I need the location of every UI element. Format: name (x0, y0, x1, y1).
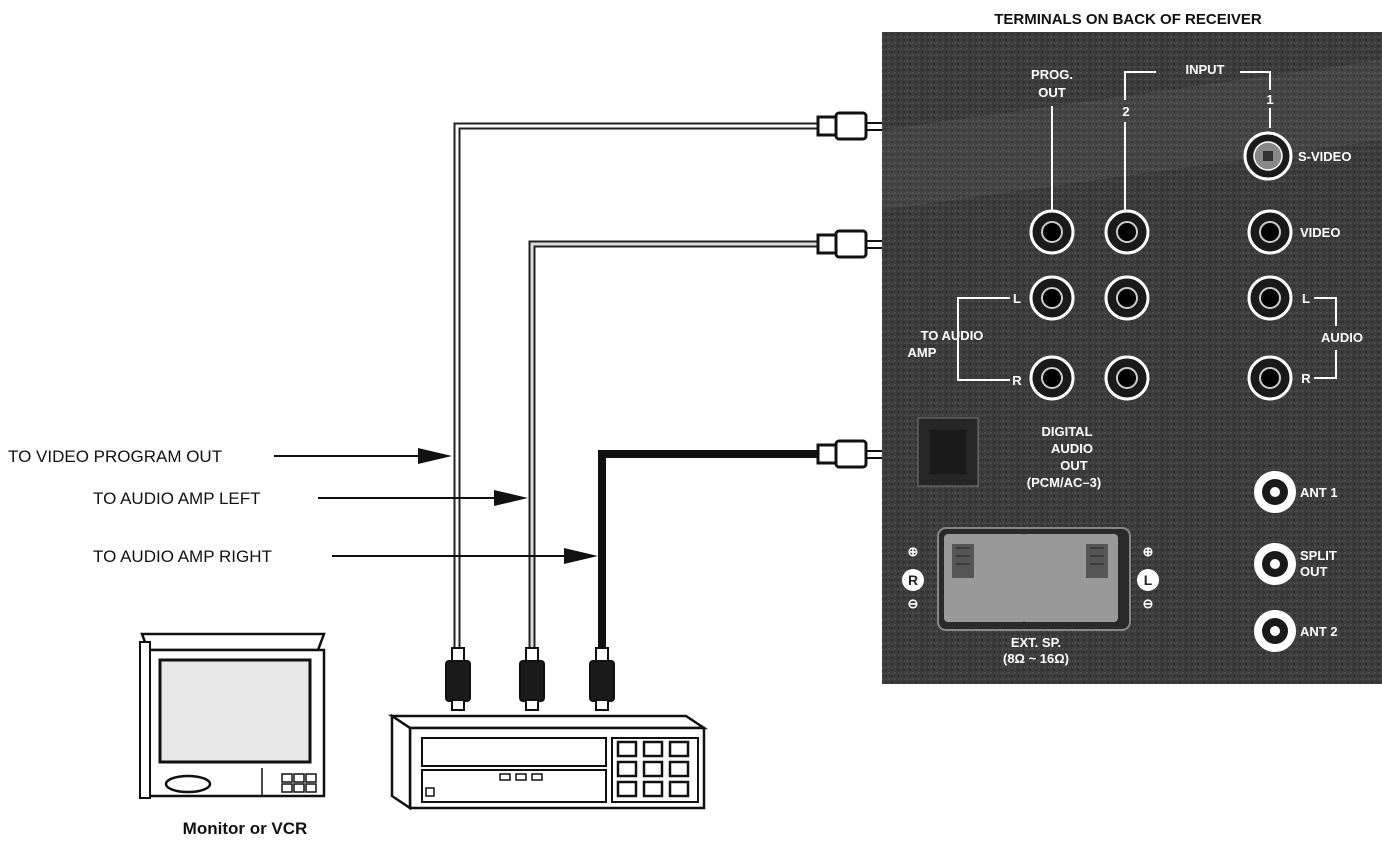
svg-text:TO AUDIO: TO AUDIO (921, 328, 984, 343)
to-amp-left-jack[interactable] (1029, 275, 1075, 321)
input1-video-jack[interactable] (1247, 209, 1293, 255)
prog-out-label: PROG. OUT (1031, 67, 1073, 212)
monitor-icon (139, 632, 326, 799)
rca-plug-audio-left (816, 229, 882, 259)
svg-text:1: 1 (1266, 92, 1273, 107)
svg-text:PROG.: PROG. (1031, 67, 1073, 82)
label-audio-amp-left: TO AUDIO AMP LEFT (93, 489, 528, 508)
ant1-jack[interactable] (1254, 471, 1296, 513)
svg-text:TO AUDIO AMP LEFT: TO AUDIO AMP LEFT (93, 489, 261, 508)
svg-text:AUDIO: AUDIO (1051, 441, 1093, 456)
input-label: INPUT 2 1 (1122, 62, 1274, 212)
svg-text:L: L (1013, 291, 1021, 306)
rca-plug-device-video (445, 647, 471, 711)
speaker-r-label: ⊕ R ⊖ (902, 544, 924, 611)
svg-text:OUT: OUT (1300, 564, 1328, 579)
svg-text:DIGITAL: DIGITAL (1041, 424, 1092, 439)
svg-text:⊕: ⊕ (1143, 544, 1154, 559)
rca-plug-audio-right (816, 439, 882, 469)
ant2-jack[interactable] (1254, 610, 1296, 652)
svg-text:R: R (1012, 373, 1022, 388)
svg-text:TO AUDIO AMP RIGHT: TO AUDIO AMP RIGHT (93, 547, 272, 566)
svg-text:INPUT: INPUT (1186, 62, 1225, 77)
svg-text:L: L (1302, 291, 1310, 306)
device-caption: Monitor or VCR (183, 819, 308, 838)
ext-sp-label: EXT. SP. (8Ω ~ 16Ω) (1003, 635, 1069, 666)
vcr-icon (387, 713, 709, 811)
speaker-l-label: ⊕ L ⊖ (1137, 544, 1159, 611)
svg-text:AMP: AMP (908, 345, 937, 360)
svg-text:R: R (1301, 371, 1311, 386)
rca-plug-device-audio-left (519, 647, 545, 711)
to-audio-amp-label: L R TO AUDIO AMP (908, 291, 1023, 388)
audio-right-cable (598, 450, 820, 655)
svg-text:EXT. SP.: EXT. SP. (1011, 635, 1061, 650)
svg-text:AUDIO: AUDIO (1321, 330, 1363, 345)
label-audio-amp-right: TO AUDIO AMP RIGHT (93, 547, 598, 566)
input1-audio-left-jack[interactable] (1247, 275, 1293, 321)
rca-plug-video (816, 111, 882, 141)
svg-text:R: R (908, 572, 918, 588)
audio-input-label: L AUDIO R (1301, 291, 1363, 386)
svg-text:⊖: ⊖ (908, 596, 919, 611)
digital-audio-out-label: DIGITAL AUDIO OUT (PCM/AC–3) (1027, 424, 1101, 490)
label-video-program-out: TO VIDEO PROGRAM OUT (8, 447, 452, 466)
panel-title: TERMINALS ON BACK OF RECEIVER (994, 11, 1262, 28)
input2-video-jack[interactable] (1104, 209, 1150, 255)
ant2-label: ANT 2 (1300, 624, 1338, 639)
s-video-jack[interactable] (1243, 131, 1293, 181)
video-label: VIDEO (1300, 225, 1340, 240)
svg-text:SPLIT: SPLIT (1300, 548, 1337, 563)
svg-text:(8Ω ~ 16Ω): (8Ω ~ 16Ω) (1003, 651, 1069, 666)
s-video-label: S-VIDEO (1298, 149, 1351, 164)
ant1-label: ANT 1 (1300, 485, 1338, 500)
svg-text:⊕: ⊕ (908, 544, 919, 559)
to-amp-right-jack[interactable] (1029, 355, 1075, 401)
split-out-jack[interactable] (1254, 543, 1296, 585)
input1-audio-right-jack[interactable] (1247, 355, 1293, 401)
input2-audio-right-jack[interactable] (1104, 355, 1150, 401)
split-out-label: SPLIT OUT (1300, 548, 1337, 579)
digital-audio-out-port[interactable] (917, 417, 979, 487)
rca-plug-device-audio-right (589, 647, 615, 711)
svg-text:L: L (1144, 572, 1153, 588)
svg-text:(PCM/AC–3): (PCM/AC–3) (1027, 475, 1101, 490)
svg-text:OUT: OUT (1060, 458, 1088, 473)
input2-audio-left-jack[interactable] (1104, 275, 1150, 321)
svg-text:2: 2 (1122, 104, 1129, 119)
svg-text:OUT: OUT (1038, 85, 1066, 100)
svg-text:⊖: ⊖ (1143, 596, 1154, 611)
prog-out-video-jack[interactable] (1029, 209, 1075, 255)
video-cable (453, 122, 820, 655)
audio-left-cable (528, 240, 820, 655)
ext-speaker-terminals[interactable] (937, 527, 1131, 631)
svg-text:TO VIDEO PROGRAM OUT: TO VIDEO PROGRAM OUT (8, 447, 222, 466)
